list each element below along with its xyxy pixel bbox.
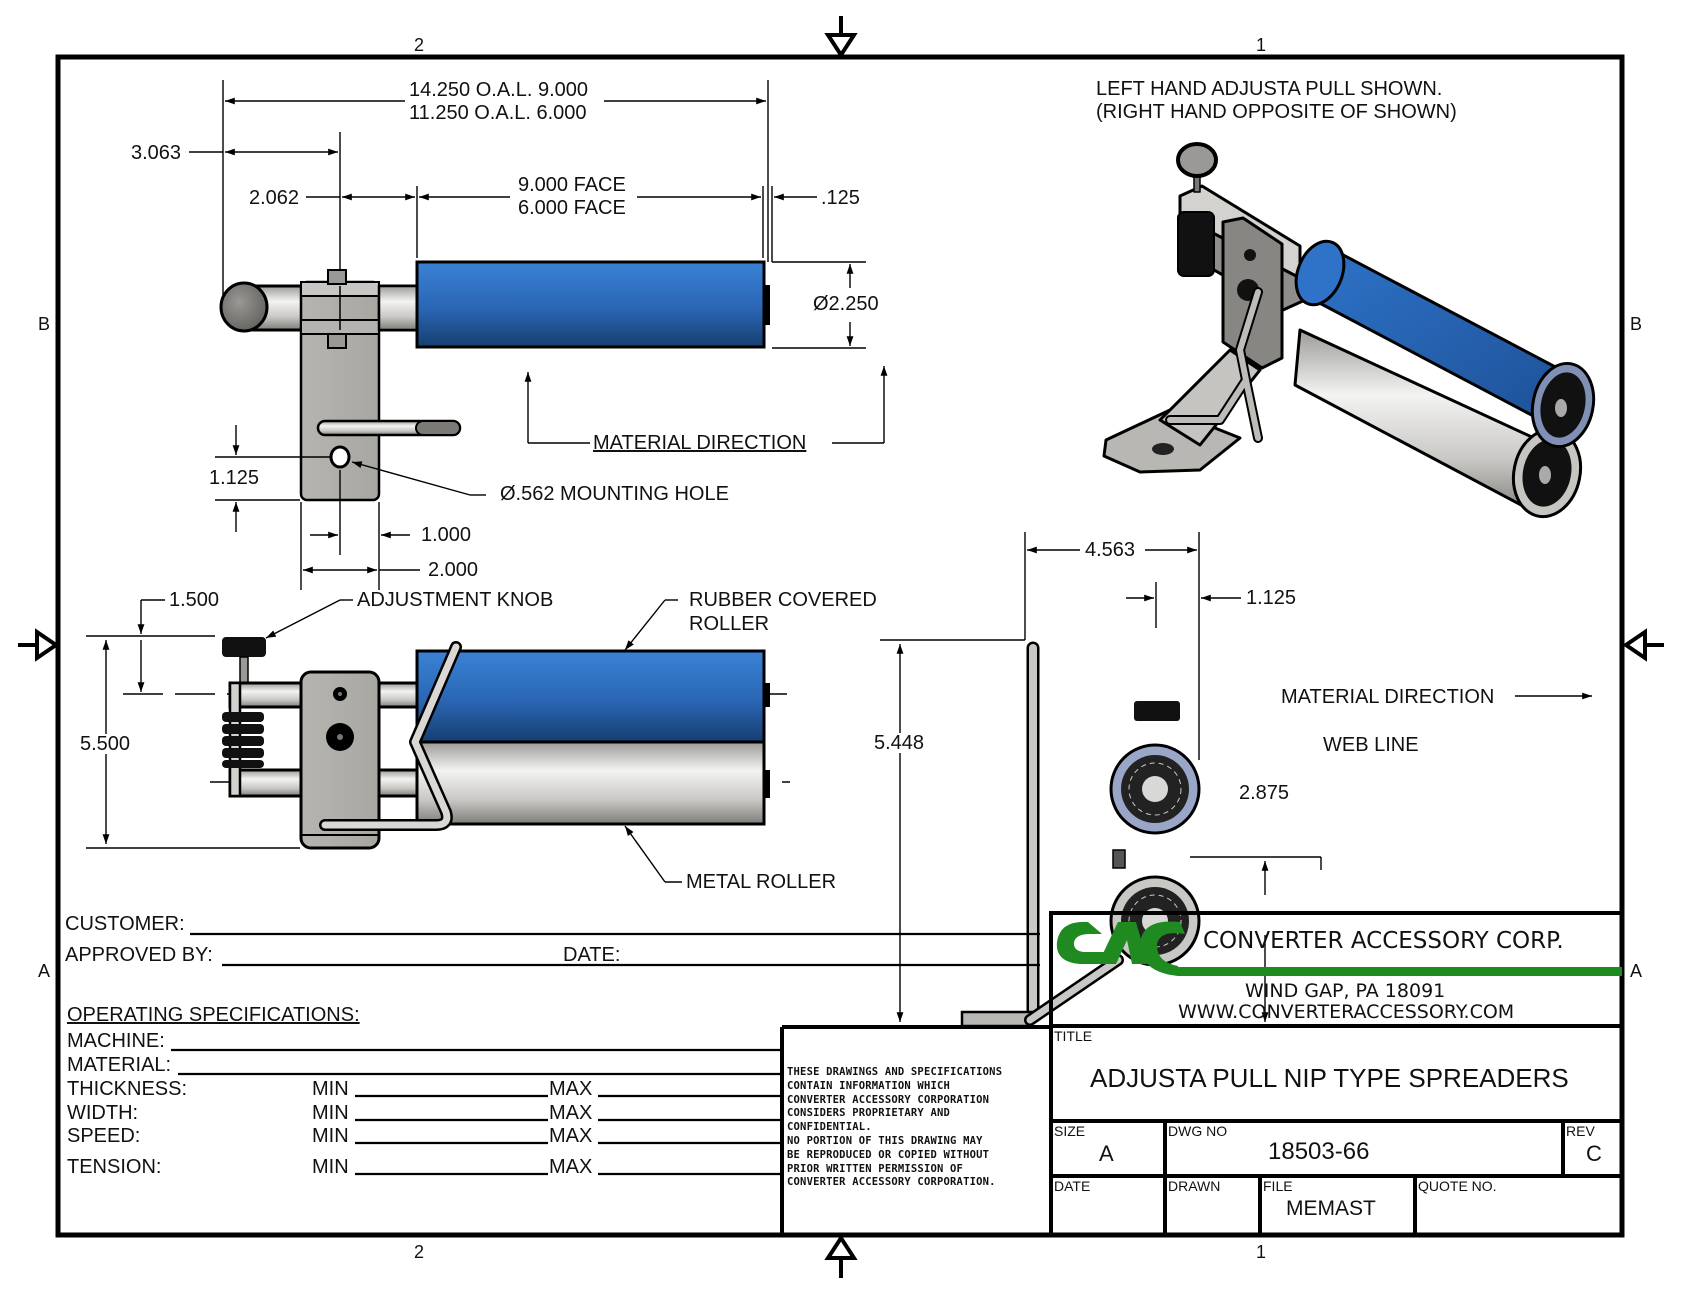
size-label: SIZE: [1054, 1123, 1086, 1139]
spec-row-max: MAX: [549, 1102, 593, 1124]
spec-row-min: MIN: [312, 1078, 349, 1100]
zone-col-top-2: 2: [414, 35, 425, 55]
dim-1000: 1.000: [421, 524, 472, 546]
dim-125: .125: [821, 187, 860, 209]
center-marker-right: [1622, 628, 1664, 662]
spec-row-label: WIDTH:: [67, 1102, 139, 1124]
material-label: MATERIAL:: [67, 1054, 172, 1076]
spec-row-label: THICKNESS:: [67, 1078, 188, 1100]
end-view: [880, 532, 1592, 1028]
drawn-label: DRAWN: [1168, 1178, 1221, 1194]
spec-row-label: TENSION:: [67, 1156, 162, 1178]
dim-1125-hole: 1.125: [209, 467, 260, 489]
rubber-covered-roller: [415, 649, 766, 744]
dim-3063: 3.063: [131, 142, 182, 164]
drawing-title: ADJUSTA PULL NIP TYPE SPREADERS: [1090, 1063, 1569, 1093]
approved-by-label: APPROVED BY:: [65, 944, 213, 966]
rev-value: C: [1586, 1141, 1602, 1166]
spec-row-max: MAX: [549, 1156, 593, 1178]
dwg-no-value: 18503-66: [1268, 1138, 1370, 1165]
isometric-view: [1102, 142, 1596, 519]
center-marker-top: [824, 16, 858, 59]
dim-1125-end: 1.125: [1246, 587, 1297, 609]
spec-row-label: SPEED:: [67, 1125, 141, 1147]
iso-note-line1: LEFT HAND ADJUSTA PULL SHOWN.: [1096, 78, 1443, 100]
label-material-direction-top: MATERIAL DIRECTION: [593, 432, 807, 454]
label-rubber-covered-roller-1: RUBBER COVERED: [689, 589, 877, 611]
label-mounting-hole: Ø.562 MOUNTING HOLE: [500, 483, 729, 505]
dim-2062: 2.062: [249, 187, 300, 209]
center-marker-bottom: [824, 1234, 858, 1278]
zone-col-top-1: 1: [1256, 35, 1267, 55]
date-field-label: DATE: [1054, 1178, 1091, 1194]
dim-2875: 2.875: [1239, 782, 1290, 804]
center-marker-left: [18, 628, 60, 662]
dim-face-line1: 9.000 FACE: [518, 174, 626, 196]
company-name: CONVERTER ACCESSORY CORP.: [1203, 928, 1564, 954]
zone-row-right-b: B: [1630, 314, 1643, 334]
form-lines: [171, 932, 1040, 1176]
spec-row-min: MIN: [312, 1102, 349, 1124]
dim-oal-line1: 14.250 O.A.L. 9.000: [409, 79, 589, 101]
label-rubber-covered-roller-2: ROLLER: [689, 613, 770, 635]
dim-2000: 2.000: [428, 559, 479, 581]
metal-roller: [415, 740, 766, 826]
file-label: FILE: [1263, 1178, 1293, 1194]
file-value: MEMAST: [1286, 1197, 1376, 1220]
rev-label: REV: [1566, 1123, 1595, 1139]
sheet-border: [55, 54, 1625, 1238]
label-metal-roller: METAL ROLLER: [686, 871, 837, 893]
dwg-no-label: DWG NO: [1168, 1123, 1228, 1139]
company-website: WWW.CONVERTERACCESSORY.COM: [1178, 1001, 1515, 1023]
dim-oal-line2: 11.250 O.A.L. 6.000: [409, 102, 587, 124]
label-web-line: WEB LINE: [1323, 734, 1419, 756]
iso-note-line2: (RIGHT HAND OPPOSITE OF SHOWN): [1096, 101, 1457, 123]
date-label: DATE:: [563, 944, 621, 966]
dim-dia-2250: Ø2.250: [813, 293, 879, 315]
company-address: WIND GAP, PA 18091: [1245, 980, 1446, 1002]
mounting-hole: [329, 445, 351, 469]
dim-face-line2: 6.000 FACE: [518, 197, 626, 219]
spec-row-max: MAX: [549, 1125, 593, 1147]
operating-specifications-heading: OPERATING SPECIFICATIONS:: [67, 1004, 360, 1026]
rubber-roller-top-view: [415, 260, 766, 349]
quote-no-label: QUOTE NO.: [1418, 1178, 1497, 1194]
label-adjustment-knob: ADJUSTMENT KNOB: [357, 589, 554, 611]
cac-logo: [1056, 921, 1622, 976]
dim-1500: 1.500: [169, 589, 220, 611]
size-value: A: [1099, 1141, 1114, 1166]
dim-5500: 5.500: [80, 733, 131, 755]
spec-row-min: MIN: [312, 1156, 349, 1178]
zone-col-bottom-2: 2: [414, 1242, 425, 1262]
title-block-grid: [780, 911, 1624, 1237]
zone-row-left-b: B: [38, 314, 51, 334]
zone-col-bottom-1: 1: [1256, 1242, 1267, 1262]
zone-row-right-a: A: [1630, 961, 1643, 981]
machine-label: MACHINE:: [67, 1030, 165, 1052]
spec-row-max: MAX: [549, 1078, 593, 1100]
customer-label: CUSTOMER:: [65, 913, 185, 935]
proprietary-disclaimer: THESE DRAWINGS AND SPECIFICATIONS CONTAI…: [787, 1066, 1003, 1189]
dim-4563: 4.563: [1085, 539, 1136, 561]
title-label: TITLE: [1054, 1028, 1093, 1044]
spec-row-min: MIN: [312, 1125, 349, 1147]
label-material-direction-end: MATERIAL DIRECTION: [1281, 686, 1495, 708]
dim-5448: 5.448: [874, 732, 925, 754]
front-view: [86, 599, 790, 883]
top-view: [189, 80, 888, 590]
zone-row-left-a: A: [38, 961, 51, 981]
